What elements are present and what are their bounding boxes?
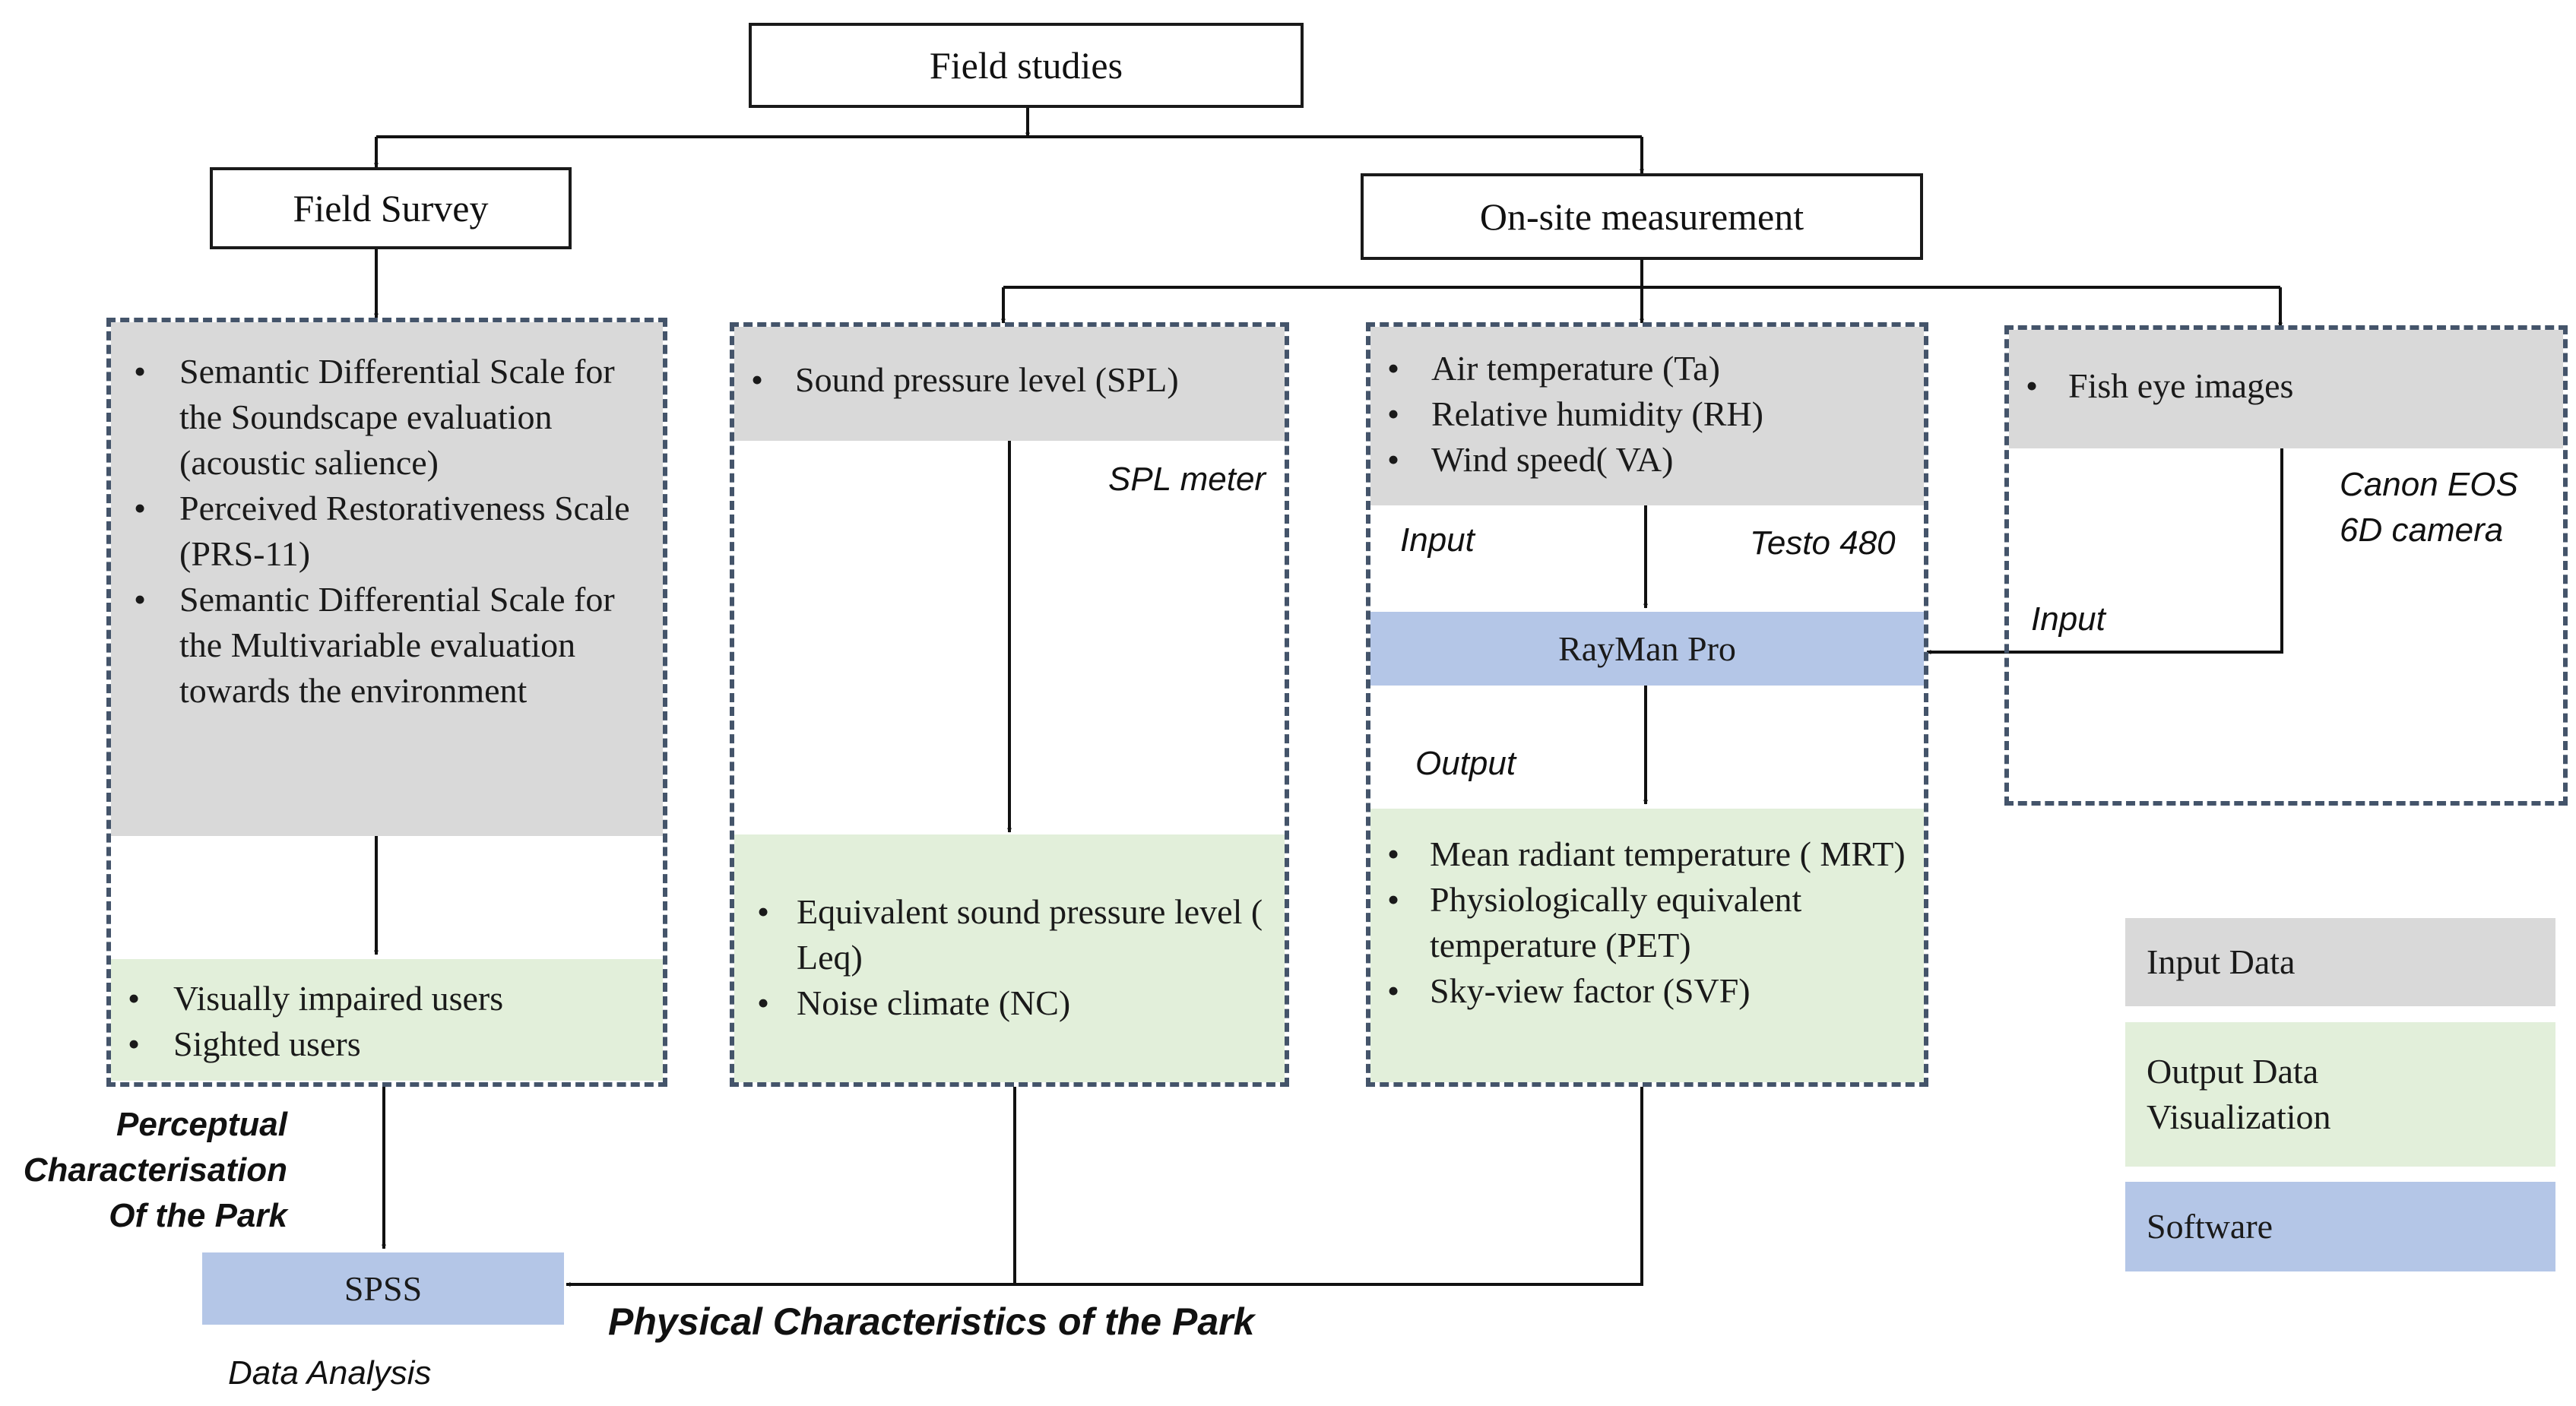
arrow-physical-to-spss: [566, 1087, 1643, 1284]
climate-output-label: Output: [1415, 745, 1516, 782]
onsite-measurement-title: On-site measurement: [1479, 195, 1804, 238]
arrow-camera-to-rayman: [1926, 448, 2283, 654]
survey-output-item: Sighted users: [111, 1021, 655, 1067]
climate-input-label: Input: [1400, 521, 1475, 559]
climate-input-item: Relative humidity (RH): [1370, 391, 1909, 437]
spl-input-panel: Sound pressure level (SPL): [734, 327, 1285, 441]
survey-input-panel: Semantic Differential Scale for the Soun…: [111, 322, 663, 836]
legend-software-label: Software: [2147, 1207, 2273, 1246]
field-survey-title: Field Survey: [293, 187, 489, 230]
climate-input-item: Air temperature (Ta): [1370, 346, 1909, 391]
physical-characteristics-label: Physical Characteristics of the Park: [608, 1300, 1255, 1343]
spl-output-item: Noise climate (NC): [734, 980, 1269, 1026]
arrow-to-spl: [1003, 286, 2280, 323]
climate-output-panel: Mean radiant temperature ( MRT) Physiolo…: [1370, 809, 1924, 1082]
climate-input-item: Wind speed( VA): [1370, 437, 1909, 483]
fisheye-input-item: Fish eye images: [2009, 363, 2548, 409]
survey-output-panel: Visually impaired users Sighted users: [111, 959, 663, 1081]
legend-software: Software: [2125, 1182, 2555, 1271]
survey-input-item: Perceived Restorativeness Scale (PRS-11): [111, 486, 632, 577]
survey-input-item: Semantic Differential Scale for the Mult…: [111, 577, 632, 714]
legend-output-data: Output Data Visualization: [2125, 1022, 2555, 1167]
camera-label: Canon EOS 6D camera: [2340, 466, 2518, 549]
field-survey-box: Field Survey: [210, 167, 572, 249]
climate-group: [1366, 322, 1928, 1087]
perceptual-characterisation-label: Perceptual Characterisation Of the Park: [23, 1106, 287, 1234]
survey-input-item: Semantic Differential Scale for the Soun…: [111, 349, 632, 486]
fisheye-group: [2004, 325, 2568, 806]
fisheye-input-panel: Fish eye images: [2009, 330, 2563, 448]
testo-label: Testo 480: [1750, 524, 1896, 562]
data-analysis-caption: Data Analysis: [228, 1354, 432, 1392]
spss-software-box: SPSS: [202, 1252, 564, 1325]
field-studies-box: Field studies: [749, 23, 1304, 108]
field-survey-group: [106, 318, 667, 1087]
spl-group: [730, 322, 1289, 1087]
legend-input-label: Input Data: [2147, 942, 2296, 981]
spl-output-item: Equivalent sound pressure level ( Leq): [734, 889, 1269, 980]
spss-label: SPSS: [344, 1268, 423, 1308]
fisheye-input-label: Input: [2031, 600, 2105, 638]
climate-input-panel: Air temperature (Ta) Relative humidity (…: [1370, 327, 1924, 505]
legend-input-data: Input Data: [2125, 918, 2555, 1006]
arrow-to-field-survey: [376, 135, 1642, 167]
climate-output-item: Physiologically equivalent temperature (…: [1370, 877, 1909, 968]
spl-input-item: Sound pressure level (SPL): [734, 357, 1269, 403]
spl-output-panel: Equivalent sound pressure level ( Leq) N…: [734, 834, 1285, 1082]
survey-output-item: Visually impaired users: [111, 976, 655, 1021]
rayman-label: RayMan Pro: [1558, 629, 1736, 668]
climate-output-item: Mean radiant temperature ( MRT): [1370, 831, 1909, 877]
spl-meter-label: SPL meter: [1108, 461, 1266, 498]
legend-output-label: Output Data Visualization: [2147, 1052, 2331, 1136]
rayman-software-box: RayMan Pro: [1370, 612, 1924, 686]
onsite-measurement-box: On-site measurement: [1361, 173, 1923, 260]
climate-output-item: Sky-view factor (SVF): [1370, 968, 1909, 1014]
field-studies-title: Field studies: [929, 44, 1123, 87]
